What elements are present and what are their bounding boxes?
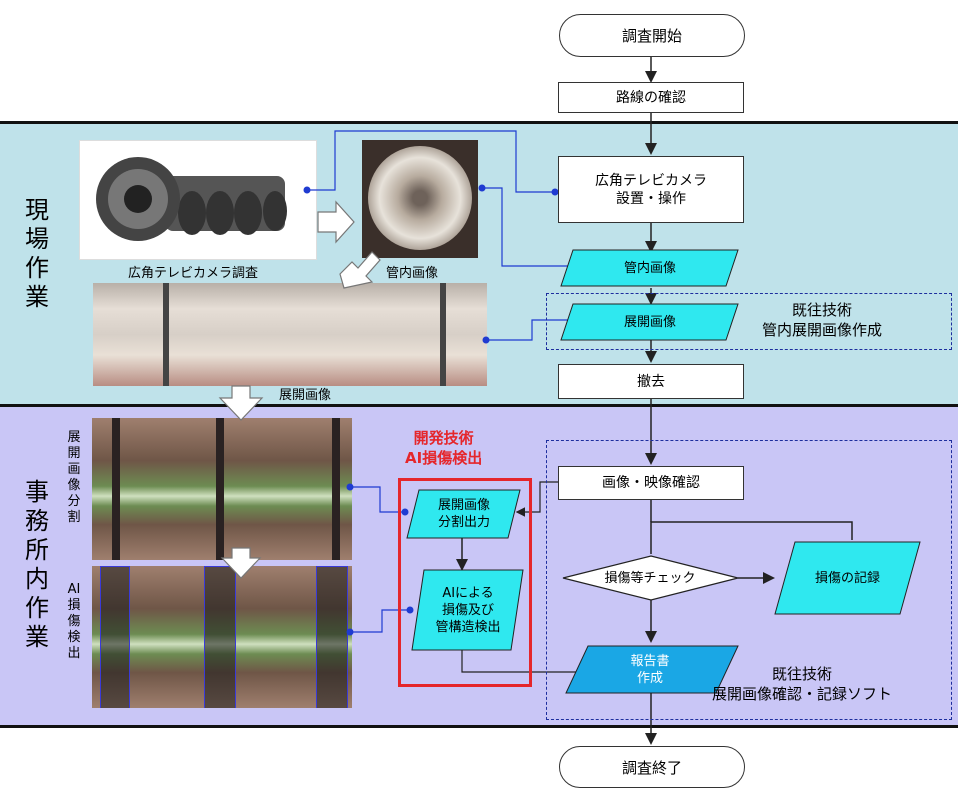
ai-detect-caption: AI損傷検出 <box>67 582 81 661</box>
unfold-image-node: 展開画像 <box>623 314 676 330</box>
dev-tech-title: 開発技術 AI損傷検出 <box>405 429 483 467</box>
pipe-image-node: 管内画像 <box>623 260 676 276</box>
split-image-photo <box>92 418 352 560</box>
dev-tech-group <box>398 478 532 687</box>
unfold-image-caption: 展開画像 <box>279 388 332 403</box>
split-caption: 展開画像分割 <box>67 430 81 525</box>
pipe-image-caption: 管内画像 <box>386 266 439 281</box>
damage-check-decision: 損傷等チェック <box>604 570 696 586</box>
existing-tech-group-1 <box>546 293 952 350</box>
report-node: 報告書 作成 <box>630 653 670 686</box>
camera-survey-caption: 広角テレビカメラ調査 <box>128 266 259 281</box>
image-check-box: 画像・映像確認 <box>558 466 744 500</box>
camera-setup-box: 広角テレビカメラ 設置・操作 <box>558 156 744 223</box>
unfold-image-photo <box>93 283 487 386</box>
pipe-interior-photo <box>362 140 478 258</box>
ai-detection-photo <box>92 566 352 708</box>
start-terminal: 調査開始 <box>559 14 745 57</box>
end-terminal: 調査終了 <box>559 746 745 788</box>
existing-tech-group-2 <box>546 440 952 720</box>
route-check-box: 路線の確認 <box>558 82 744 113</box>
existing-tech-note-1: 既往技術 管内展開画像作成 <box>762 301 883 339</box>
split-output-node: 展開画像 分割出力 <box>437 498 490 530</box>
office-work-label: 事務所内作業 <box>25 478 49 651</box>
ai-detect-node: AIによる 損傷及び 管構造検出 <box>435 585 501 635</box>
removal-box: 撤去 <box>558 364 744 399</box>
damage-record-node: 損傷の記録 <box>814 570 880 586</box>
existing-tech-note-2: 既往技術 展開画像確認・記録ソフト <box>712 665 893 703</box>
camera-robot-photo <box>79 140 317 260</box>
field-work-label: 現場作業 <box>25 196 49 311</box>
